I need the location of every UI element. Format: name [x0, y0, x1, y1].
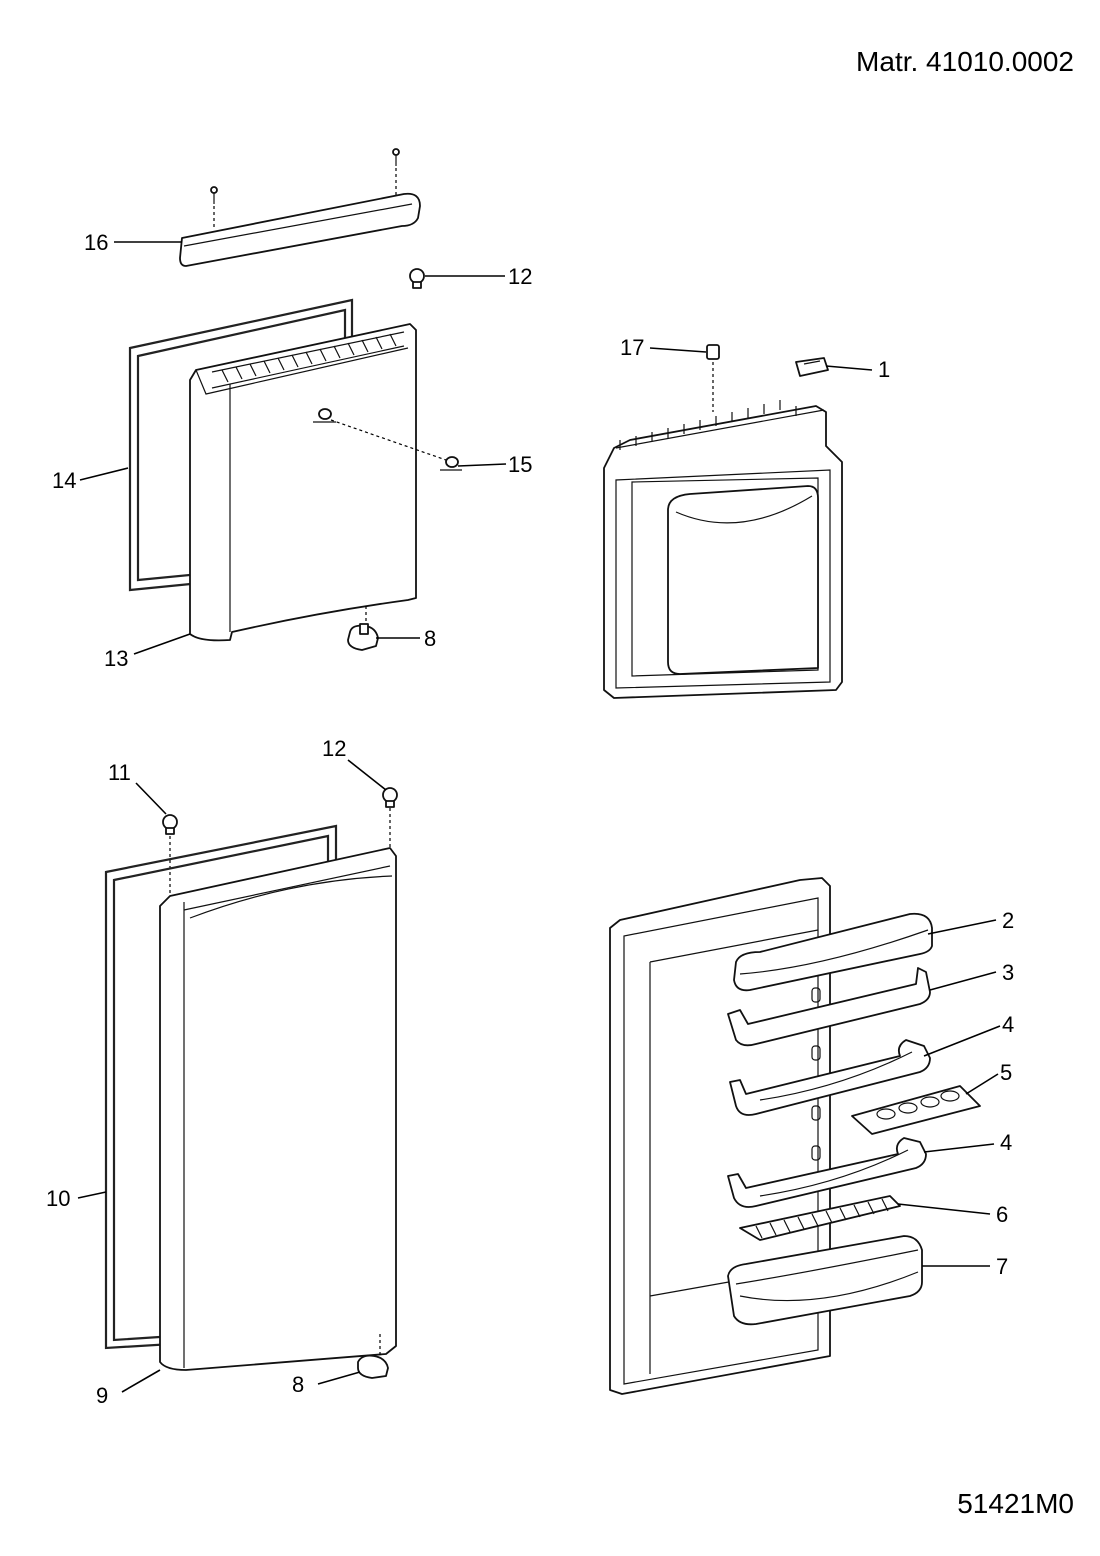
- callout-10: 10: [46, 1186, 70, 1211]
- egg-tray-part: [851, 1085, 981, 1135]
- callout-3: 3: [1002, 960, 1014, 985]
- hinge-bush-part: [347, 606, 379, 651]
- callout-17: 17: [620, 335, 644, 360]
- callout-14: 14: [52, 468, 76, 493]
- top-cover-part: [179, 192, 421, 267]
- callout-2: 2: [1002, 908, 1014, 933]
- callout-12: 12: [322, 736, 346, 761]
- callout-8: 8: [424, 626, 436, 651]
- fridge-inner-door-assembly: [609, 877, 981, 1395]
- freezer-inner-door-assembly: [603, 344, 843, 699]
- callout-9: 9: [96, 1383, 108, 1408]
- callout-6: 6: [996, 1202, 1008, 1227]
- freezer-door-panel: [189, 323, 417, 642]
- cap-plug-part: [162, 787, 398, 900]
- bottle-retainer-part: [739, 1195, 901, 1241]
- callout-8: 8: [292, 1372, 304, 1397]
- callout-13: 13: [104, 646, 128, 671]
- logo-badge-part: [313, 408, 462, 471]
- callout-11: 11: [108, 760, 131, 785]
- screw-part: [210, 148, 400, 228]
- callout-15: 15: [508, 452, 532, 477]
- door-shelf-small-part: [727, 967, 931, 1047]
- drawing-code: 51421M0: [957, 1488, 1074, 1519]
- bottle-shelf-part: [727, 1235, 923, 1326]
- door-shelf-part: [727, 1137, 927, 1208]
- callout-1: 1: [878, 357, 890, 382]
- fridge-door-assembly: [104, 787, 398, 1379]
- material-reference: Matr. 41010.0002: [856, 46, 1074, 77]
- callout-12: 12: [508, 264, 532, 289]
- hinge-cover-part: [795, 357, 829, 377]
- leader-lines: [77, 241, 1001, 1393]
- callout-labels: 16 12 17 1 15 14 13 8 11 12 10 9 8 2 3 4…: [46, 230, 1014, 1408]
- callout-5: 5: [1000, 1060, 1012, 1085]
- freezer-door-assembly: [128, 148, 462, 651]
- small-clip-part: [706, 344, 720, 412]
- door-shelf-part: [729, 1039, 931, 1116]
- fridge-door-panel: [159, 847, 397, 1371]
- callout-4: 4: [1000, 1130, 1012, 1155]
- butter-compartment-part: [733, 912, 933, 992]
- callout-16: 16: [84, 230, 108, 255]
- callout-7: 7: [996, 1254, 1008, 1279]
- cap-plug-part: [409, 268, 425, 289]
- inner-door-liner-part: [603, 400, 843, 699]
- hinge-bush-part: [357, 1334, 389, 1379]
- callout-4: 4: [1002, 1012, 1014, 1037]
